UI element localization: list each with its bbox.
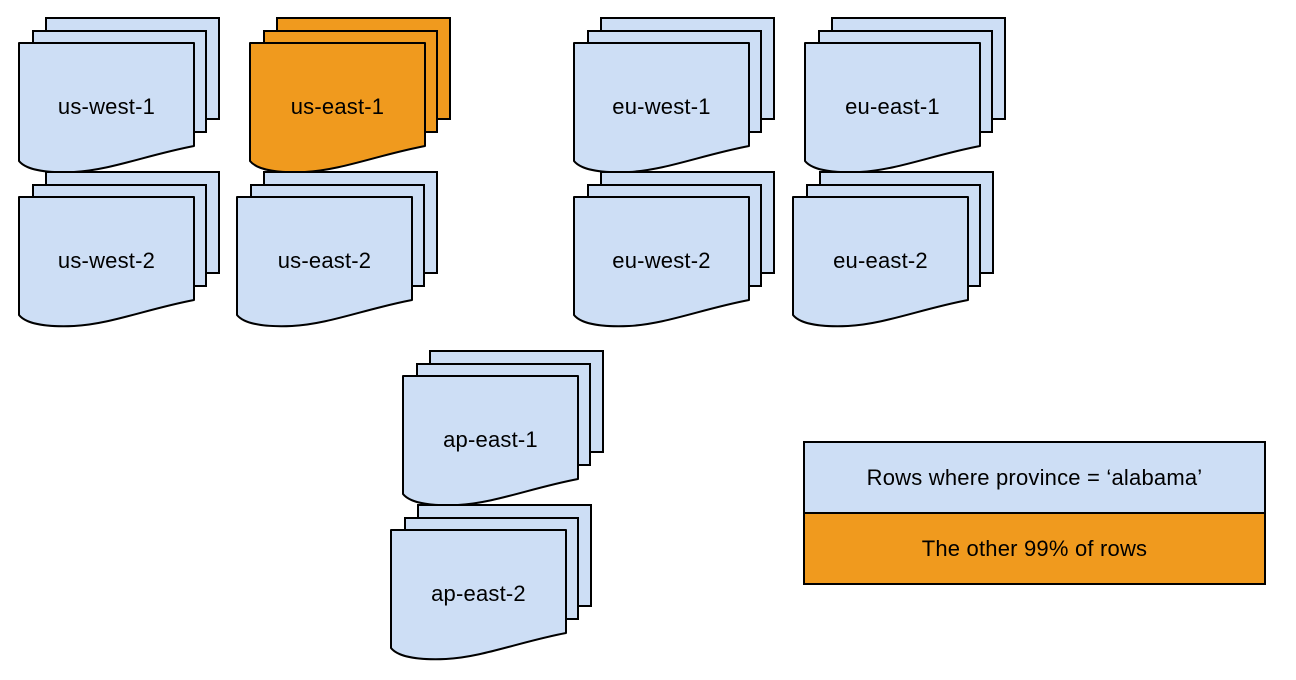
- region-stack-eu-east-1: eu-east-1: [804, 17, 1007, 175]
- document-front-sheet: [402, 375, 579, 507]
- document-front-sheet: [249, 42, 426, 174]
- legend-item-other-rows: The other 99% of rows: [805, 514, 1264, 583]
- document-front-sheet: [390, 529, 567, 661]
- region-stack-eu-west-1: eu-west-1: [573, 17, 776, 175]
- region-stack-us-east-2: us-east-2: [236, 171, 439, 329]
- document-front-sheet: [573, 42, 750, 174]
- legend-label-alabama-rows: Rows where province = ‘alabama’: [866, 464, 1203, 490]
- document-front-sheet: [236, 196, 413, 328]
- legend: Rows where province = ‘alabama’ The othe…: [803, 441, 1266, 585]
- legend-label-other-rows: The other 99% of rows: [921, 535, 1148, 561]
- region-label: us-east-2: [277, 248, 372, 273]
- region-stack-ap-east-2: ap-east-2: [390, 504, 593, 662]
- document-front-sheet: [792, 196, 969, 328]
- document-front-sheet: [18, 42, 195, 174]
- region-label: ap-east-2: [431, 581, 526, 606]
- region-label: eu-east-2: [833, 248, 928, 273]
- document-front-sheet: [804, 42, 981, 174]
- region-stack-us-east-1: us-east-1: [249, 17, 452, 175]
- legend-item-alabama-rows: Rows where province = ‘alabama’: [805, 443, 1264, 514]
- document-front-sheet: [18, 196, 195, 328]
- region-stack-us-west-1: us-west-1: [18, 17, 221, 175]
- region-label: eu-west-1: [612, 94, 711, 119]
- region-label: us-west-1: [57, 94, 156, 119]
- region-stack-eu-east-2: eu-east-2: [792, 171, 995, 329]
- region-label: us-west-2: [57, 248, 156, 273]
- region-stack-ap-east-1: ap-east-1: [402, 350, 605, 508]
- region-label: eu-west-2: [612, 248, 711, 273]
- region-label: eu-east-1: [845, 94, 940, 119]
- region-label: us-east-1: [290, 94, 385, 119]
- region-label: ap-east-1: [443, 427, 538, 452]
- region-stack-us-west-2: us-west-2: [18, 171, 221, 329]
- document-front-sheet: [573, 196, 750, 328]
- region-stack-eu-west-2: eu-west-2: [573, 171, 776, 329]
